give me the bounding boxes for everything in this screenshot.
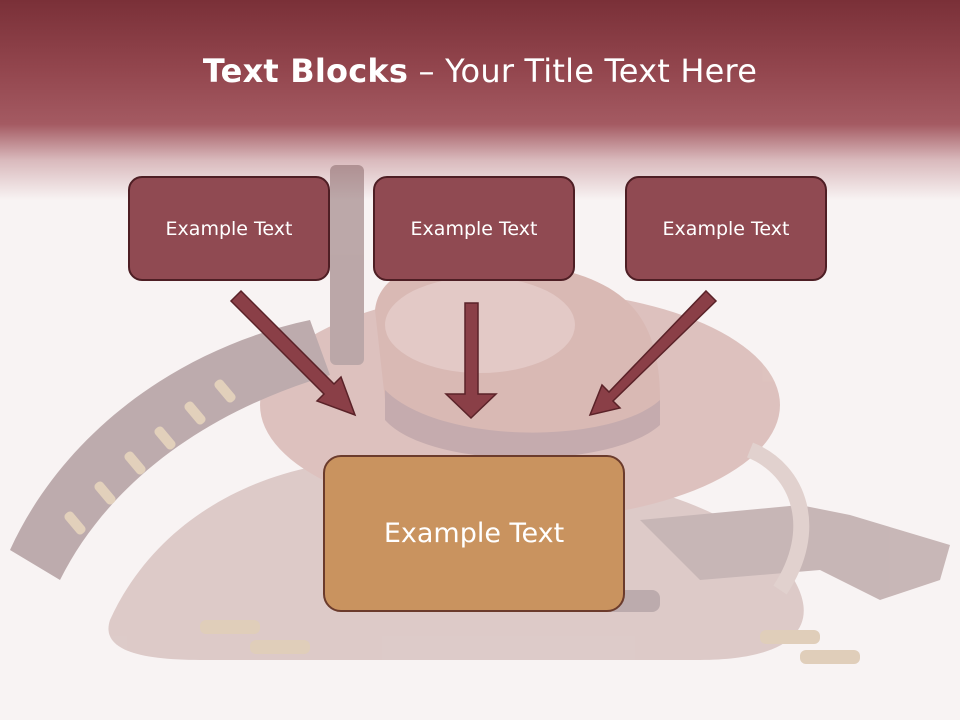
title-bold: Text Blocks xyxy=(202,52,409,90)
header-band xyxy=(0,0,960,200)
arrow-right xyxy=(588,289,718,417)
text-block-left[interactable]: Example Text xyxy=(128,176,330,281)
title-dash: – xyxy=(408,52,446,90)
text-block-center[interactable]: Example Text xyxy=(323,455,625,612)
text-block-center-label: Example Text xyxy=(383,518,565,549)
page-title: Text Blocks – Your Title Text Here xyxy=(0,52,960,90)
text-block-middle-label: Example Text xyxy=(410,217,538,240)
arrow-left xyxy=(229,289,357,417)
arrow-center xyxy=(444,302,498,420)
text-block-right-label: Example Text xyxy=(662,217,790,240)
text-block-middle[interactable]: Example Text xyxy=(373,176,575,281)
text-block-left-label: Example Text xyxy=(165,217,293,240)
title-rest: Your Title Text Here xyxy=(445,52,758,90)
text-block-right[interactable]: Example Text xyxy=(625,176,827,281)
